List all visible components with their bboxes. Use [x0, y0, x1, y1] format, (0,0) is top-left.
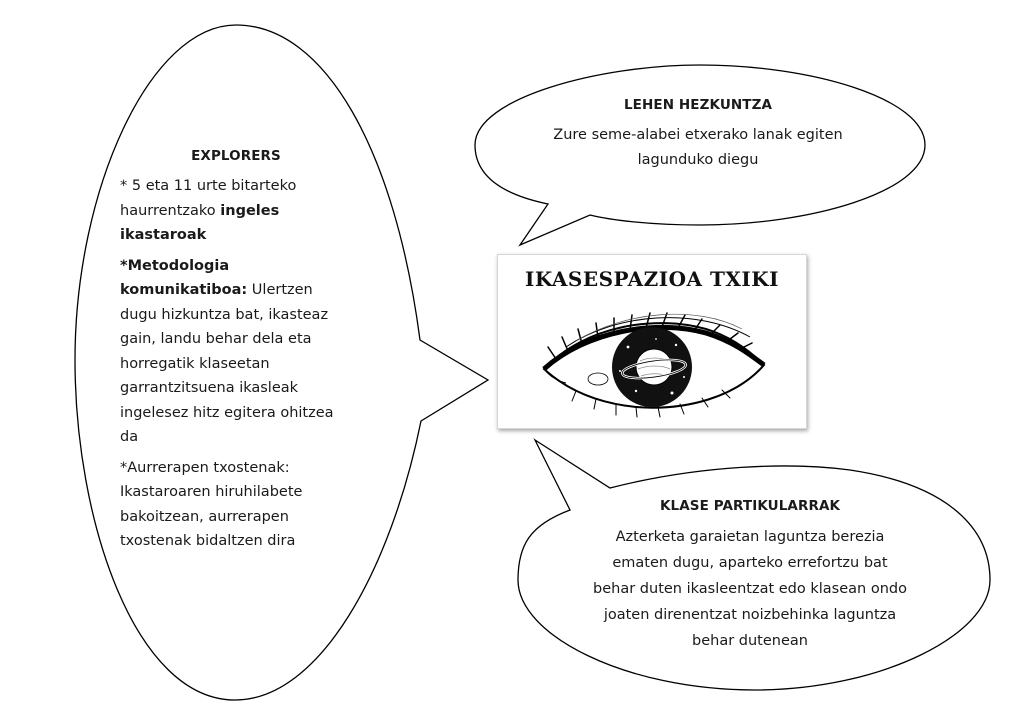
lehen-text: Zure seme-alabei etxerako lanak egiten l…	[553, 127, 843, 168]
logo-card: IKASESPAZIOA TXIKI	[497, 254, 807, 429]
klase-text: Azterketa garaietan laguntza berezia ema…	[593, 529, 907, 649]
klase-content: KLASE PARTIKULARRAK Azterketa garaietan …	[590, 498, 910, 660]
logo-title: IKASESPAZIOA TXIKI	[524, 267, 780, 291]
klase-title: KLASE PARTIKULARRAK	[659, 498, 841, 514]
explorers-p2-bold: *Metodologia komunikatiboa:	[120, 257, 248, 299]
lehen-content: LEHEN HEZKUNTZA Zure seme-alabei etxerak…	[548, 97, 848, 179]
lehen-title: LEHEN HEZKUNTZA	[623, 97, 773, 113]
explorers-paragraph-2: *Metodologia komunikatiboa: Ulertzen dug…	[120, 254, 352, 450]
explorers-p1-text: * 5 eta 11 urte bitarteko haurrentzako	[120, 178, 297, 219]
explorers-p1-bold: ingeles ikastaroak	[120, 202, 280, 244]
explorers-content: EXPLORERS * 5 eta 11 urte bitarteko haur…	[120, 148, 352, 560]
klase-bubble	[517, 438, 991, 691]
lehen-bubble	[474, 64, 926, 247]
explorers-title: EXPLORERS	[191, 148, 281, 164]
explorers-p2-text: Ulertzen dugu hizkuntza bat, ikasteaz ga…	[120, 282, 334, 445]
explorers-paragraph-3: *Aurrerapen txostenak: Ikastaroaren hiru…	[120, 459, 303, 550]
explorers-bubble	[74, 24, 490, 701]
explorers-paragraph-1: * 5 eta 11 urte bitarteko haurrentzako i…	[120, 174, 352, 248]
eye-planet-icon	[542, 312, 766, 418]
